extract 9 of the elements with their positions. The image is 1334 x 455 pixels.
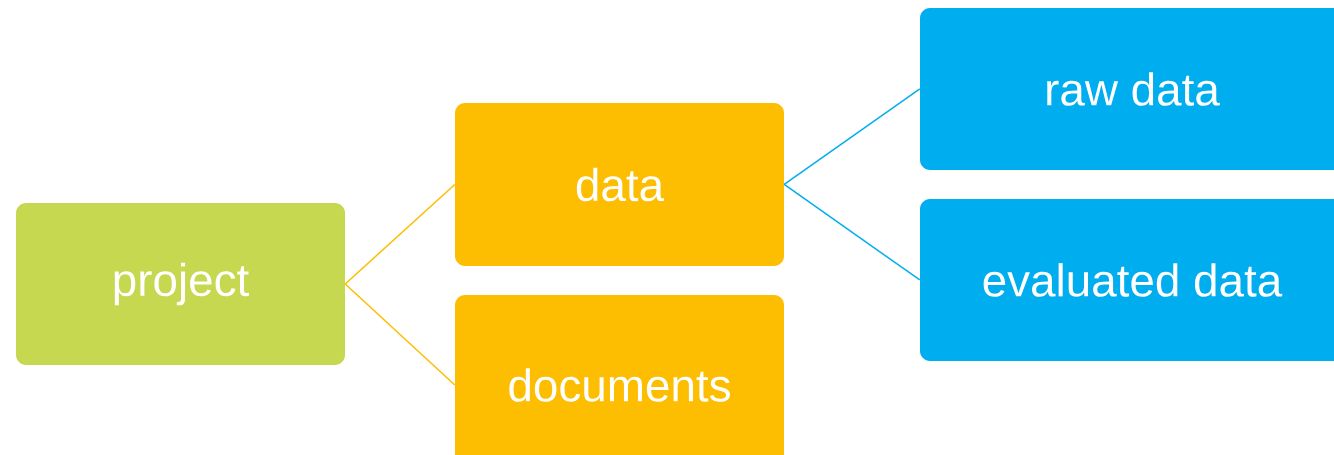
connector-line — [344, 283, 456, 386]
connector-line — [783, 183, 921, 281]
process-box: raw data — [920, 8, 1334, 170]
process-box: data — [455, 103, 784, 266]
process-box: project — [16, 203, 345, 365]
process-box: evaluated data — [920, 199, 1334, 361]
process-box: documents — [455, 295, 784, 455]
connector-line — [783, 88, 921, 186]
connector-line — [344, 183, 456, 285]
